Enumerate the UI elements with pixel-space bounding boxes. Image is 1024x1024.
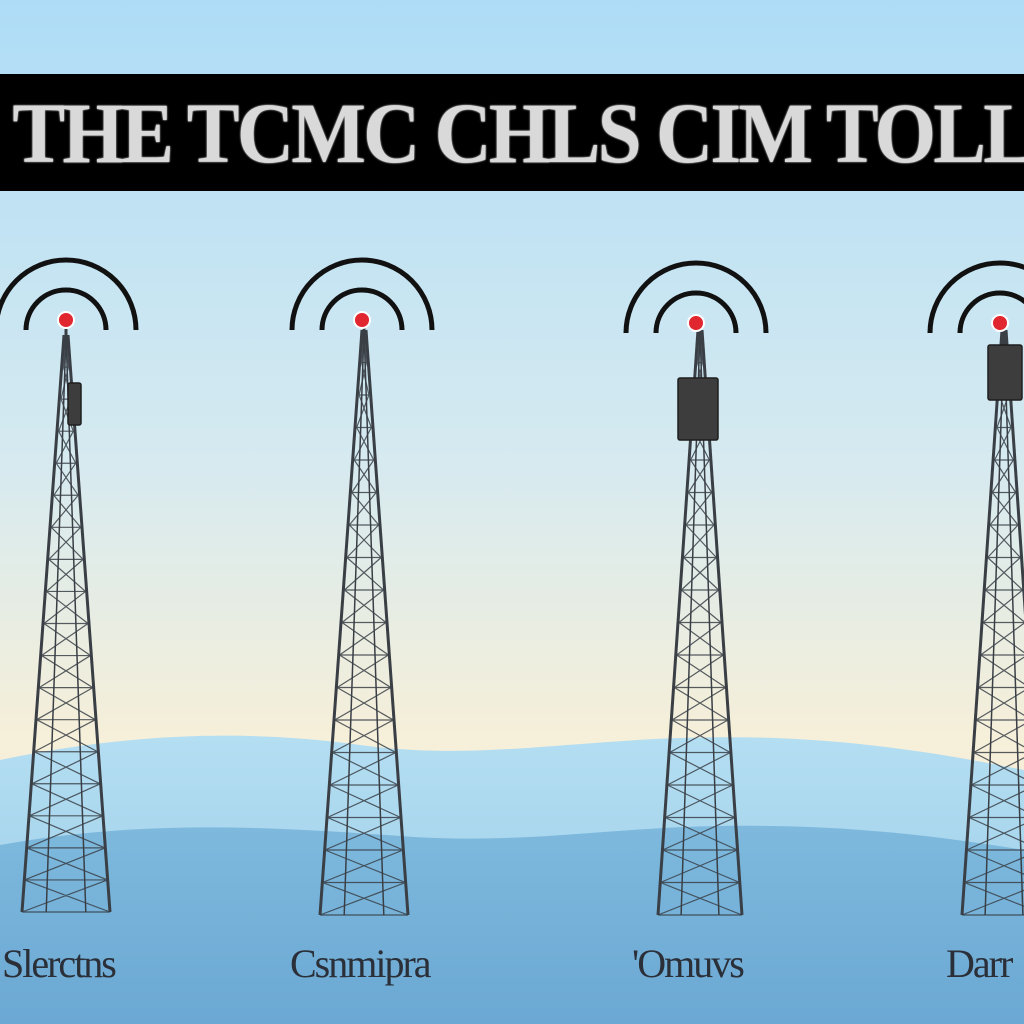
signal-waves-icon	[23, 287, 109, 331]
tower-label-3: 'Omuvs	[632, 941, 745, 986]
antenna-box-icon	[67, 382, 82, 426]
beacon-light-icon	[687, 314, 705, 332]
tower-label-4: Darr	[946, 941, 1013, 986]
signal-waves-icon	[957, 290, 1024, 334]
tower-label-2: Csnmipra	[290, 941, 432, 986]
near-hills	[0, 825, 1024, 1024]
signal-waves-icon	[0, 257, 139, 331]
beacon-light-icon	[57, 311, 75, 329]
banner-title: DLLES THE TCMC CHLS CIM TOLLOWRE	[0, 84, 1024, 181]
signal-waves-icon	[289, 257, 435, 331]
tower-leg	[20, 334, 66, 913]
radio-tower-icon	[927, 260, 1024, 916]
radio-tower-icon	[0, 257, 139, 913]
antenna-box-icon	[987, 344, 1023, 401]
beacon-light-icon	[353, 311, 371, 329]
signal-waves-icon	[927, 260, 1024, 334]
tower-leg	[318, 329, 364, 916]
tower-leg	[66, 334, 112, 913]
tower-leg	[364, 329, 410, 916]
radio-tower-icon	[623, 260, 769, 916]
beacon-light-icon	[991, 314, 1009, 332]
tower-label-1: Slerctns	[2, 941, 117, 986]
tower-leg	[960, 329, 1004, 916]
antenna-box-icon	[677, 377, 719, 441]
signal-waves-icon	[653, 290, 739, 334]
signal-waves-icon	[623, 260, 769, 334]
signal-waves-icon	[319, 287, 405, 331]
tower-leg	[1004, 329, 1024, 616]
radio-tower-icon	[289, 257, 435, 916]
title-banner: DLLES THE TCMC CHLS CIM TOLLOWRE	[0, 74, 1024, 191]
